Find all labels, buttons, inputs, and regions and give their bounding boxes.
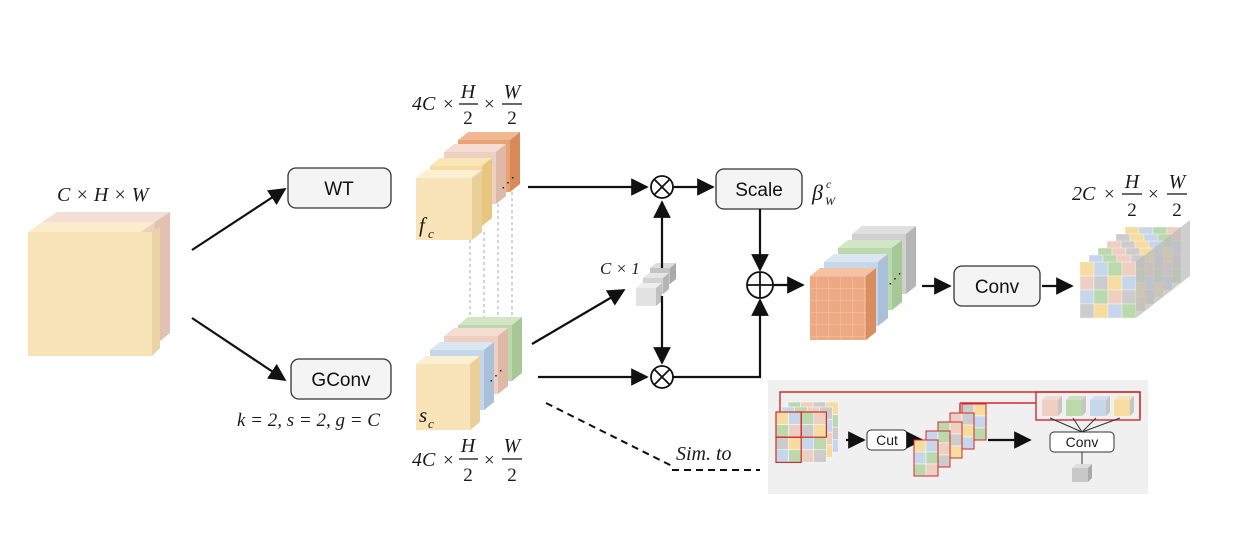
sc-dims-times2: ×: [484, 450, 495, 471]
out-dims-num-w: W: [1169, 171, 1188, 193]
sc-dims-num-w: W: [504, 435, 523, 457]
fc-dims-den1: 2: [463, 108, 473, 129]
inset-panel: Cut Conv: [768, 380, 1148, 494]
sim-dashed-1: [545, 402, 673, 467]
sc-dims-times1: ×: [443, 450, 454, 471]
gconv-label: GConv: [311, 370, 371, 391]
out-dims-den2: 2: [1172, 200, 1182, 221]
inset-cut-label: Cut: [876, 432, 898, 448]
inset-conv-label: Conv: [1066, 434, 1099, 450]
fc-ellipsis: ⋰: [501, 176, 515, 191]
gconv-block[interactable]: GConv: [290, 358, 392, 400]
out-dims-prefix: 2C: [1072, 183, 1096, 205]
input-dims-label: C × H × W: [57, 184, 151, 206]
out-dims-times1: ×: [1104, 184, 1115, 205]
inset-input-cube: [775, 401, 839, 464]
sc-slice-front: [416, 356, 480, 430]
stack-connectors: [469, 192, 513, 330]
merged-slice-front: [810, 268, 876, 340]
inset-conv-block[interactable]: Conv: [1049, 431, 1115, 453]
sc-dims-den1: 2: [463, 465, 473, 486]
arrow-mult-to-add: [673, 298, 769, 379]
input-dims-text: C × H × W: [57, 184, 151, 206]
gconv-params: k = 2, s = 2, g = C: [237, 410, 380, 431]
fc-dims-den2: 2: [507, 108, 517, 129]
conv-label: Conv: [975, 277, 1020, 298]
wt-label: WT: [324, 179, 354, 200]
inset-output-cube: [1072, 464, 1092, 482]
sc-sub: c: [428, 416, 434, 431]
scale-block[interactable]: Scale: [715, 168, 803, 210]
beta-sup: c: [826, 177, 832, 191]
scale-label: Scale: [735, 180, 783, 201]
out-dims-num-h: H: [1124, 171, 1141, 193]
fc-slice-front: [416, 170, 482, 240]
conv-block[interactable]: Conv: [953, 265, 1041, 307]
wt-block[interactable]: WT: [287, 167, 392, 209]
output-tensor: [1079, 220, 1190, 319]
multiply-top: [650, 175, 674, 199]
inset-fan-lines: [1049, 417, 1121, 433]
fc-label: f: [419, 213, 428, 237]
out-dims-den1: 2: [1127, 200, 1137, 221]
c1-label: C × 1: [600, 259, 640, 278]
inset-patch-stack: [913, 403, 987, 477]
sc-dims-den2: 2: [507, 465, 517, 486]
beta-label: β c W: [811, 177, 836, 208]
arrow-to-wt: [191, 188, 287, 251]
arrow-sc-to-c1: [531, 289, 626, 345]
sc-feature-stack: ⋰ s c: [416, 317, 522, 431]
arrow-to-gconv: [191, 317, 287, 381]
fc-dims-label: 4C × H 2 × W 2: [412, 81, 523, 129]
beta-sub: W: [825, 194, 836, 208]
fc-dims-num-w: W: [504, 81, 523, 103]
fc-dims-prefix: 4C: [412, 93, 436, 115]
merged-ellipsis: ⋰: [888, 272, 902, 287]
out-dims-label: 2C × H 2 × W 2: [1072, 171, 1188, 221]
inset-vector-row: [1042, 396, 1134, 416]
out-dims-times2: ×: [1148, 184, 1159, 205]
multiply-bottom: [650, 365, 674, 389]
sc-dims-num-h: H: [460, 435, 477, 457]
beta-symbol: β: [811, 180, 823, 205]
c1-vector: C × 1: [600, 259, 676, 306]
fc-dims-times2: ×: [484, 94, 495, 115]
add-op: [746, 271, 774, 299]
sc-label: s: [419, 403, 427, 427]
sc-dims-label: 4C × H 2 × W 2: [412, 435, 523, 486]
sc-ellipsis: ⋰: [489, 369, 503, 384]
inset-cut-block[interactable]: Cut: [866, 429, 908, 451]
sim-to-label: Sim. to: [676, 443, 732, 465]
sc-dims-prefix: 4C: [412, 449, 436, 471]
fc-feature-stack: ⋰ f c: [416, 132, 520, 241]
input-tensor: [28, 212, 170, 356]
fc-dims-num-h: H: [460, 81, 477, 103]
fc-sub: c: [428, 226, 434, 241]
merged-feature-stack: ⋰: [810, 226, 916, 340]
fc-dims-times1: ×: [443, 94, 454, 115]
